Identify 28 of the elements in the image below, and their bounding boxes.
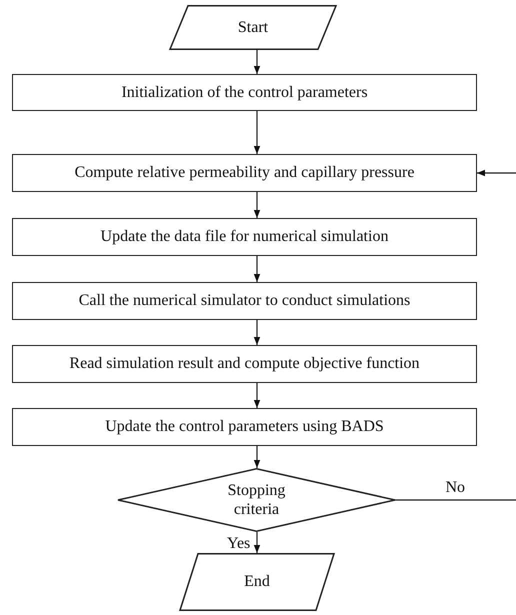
arrow [254, 383, 260, 408]
connector-line [395, 499, 516, 501]
node-text: End [244, 572, 270, 592]
arrow [254, 256, 260, 282]
node-text: Initialization of the control parameters [121, 82, 368, 102]
process-box [12, 345, 477, 383]
process-box [12, 408, 477, 446]
arrow [254, 446, 260, 468]
arrow [254, 50, 260, 74]
arrow [254, 111, 260, 154]
node-text: Call the numerical simulator to conduct simulations [78, 291, 410, 311]
arrow [477, 170, 516, 176]
node-text: Update the control parameters using BADS [105, 417, 384, 437]
process-box [12, 282, 477, 320]
terminal-parallelogram [180, 553, 334, 611]
terminal-parallelogram [170, 5, 336, 50]
node-text: Read simulation result and compute objective function [69, 354, 420, 374]
process-box [12, 74, 477, 111]
node-text: Update the data file for numerical simulation [100, 227, 388, 247]
node-text: Compute relative permeability and capillary pressure [74, 163, 414, 183]
node-text: Stopping criteria [226, 480, 286, 520]
arrow [254, 320, 260, 345]
arrow [254, 532, 260, 553]
node-text: Start [238, 18, 268, 38]
process-box [12, 218, 477, 256]
decision-diamond [118, 468, 395, 532]
process-box [12, 154, 477, 192]
arrow [254, 192, 260, 218]
